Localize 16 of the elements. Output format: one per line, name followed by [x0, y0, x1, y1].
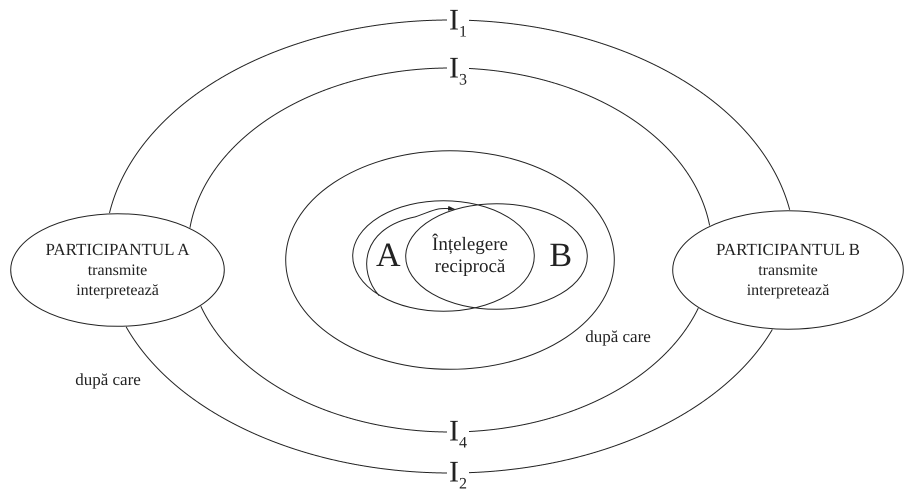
arc-connector — [126, 326, 773, 474]
arc-connector — [189, 68, 710, 228]
action-text: transmite — [758, 260, 818, 281]
letter-label: B — [549, 236, 572, 276]
arc-connector — [200, 306, 699, 432]
note-text: după care — [75, 370, 141, 390]
center-caption: Înțelegere reciprocă — [431, 234, 509, 278]
participant-title: PARTICIPANTUL A — [46, 239, 190, 261]
arc-connector — [109, 20, 790, 214]
action-text: transmite — [88, 260, 148, 281]
action-text: interpretează — [76, 280, 159, 301]
note-text: după care — [585, 327, 651, 347]
curved-arrow — [366, 206, 455, 296]
letter-label: A — [376, 236, 401, 276]
action-text: interpretează — [746, 280, 830, 301]
participant-title: PARTICIPANTUL B — [716, 239, 860, 261]
